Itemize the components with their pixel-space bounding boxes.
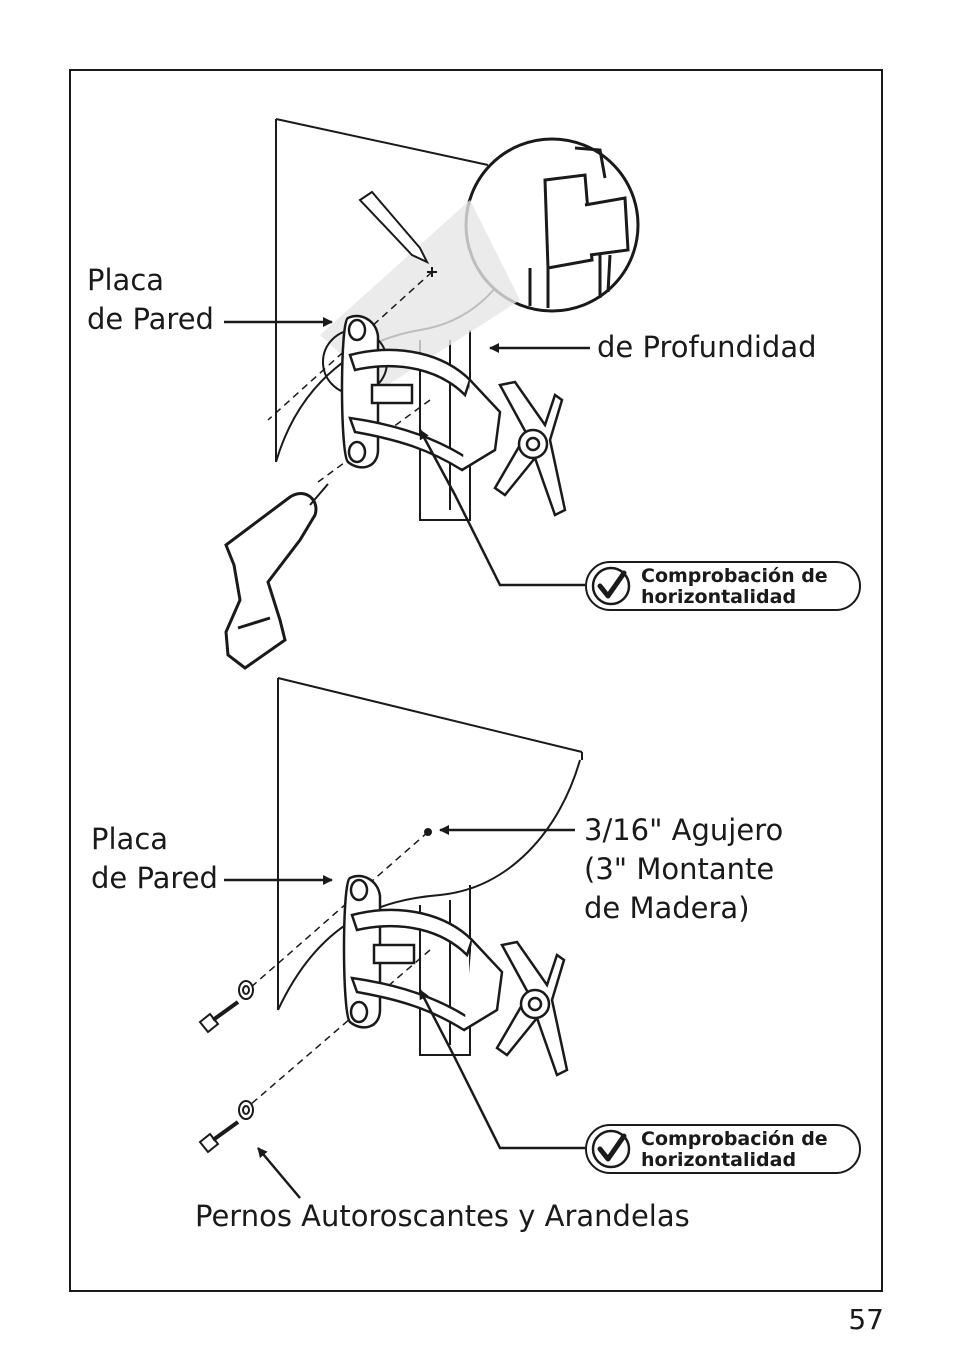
bolts-label: Pernos Autoroscantes y Arandelas <box>195 1199 690 1233</box>
bottom-mount-bracket <box>342 874 569 1077</box>
page-frame <box>69 69 883 1292</box>
level-arrow-2 <box>418 989 585 1150</box>
hole-line-2: (3" Montante <box>584 852 775 886</box>
bolt-and-washer-icons <box>198 980 254 1154</box>
page-number: 57 <box>848 1303 884 1336</box>
level-check-line-1: Comprobación de <box>641 1128 828 1150</box>
drill-icon <box>224 483 329 670</box>
wall-plate-line-2: de Pared <box>87 302 214 336</box>
level-check-line-1: Comprobación de <box>641 565 828 587</box>
level-check-text: Comprobación de horizontalidad <box>641 1129 828 1171</box>
level-check-text: Comprobación de horizontalidad <box>641 566 828 608</box>
wall-plate-line-1: Placa <box>91 822 169 856</box>
top-wall-plate-label: Placa de Pared <box>87 261 214 339</box>
bottom-wall-plate-label: Placa de Pared <box>91 820 218 898</box>
level-arrow <box>418 429 585 587</box>
hole-label: 3/16" Agujero (3" Montante de Madera) <box>584 811 783 928</box>
top-level-check-badge: Comprobación de horizontalidad <box>585 561 861 611</box>
level-check-line-2: horizontalidad <box>641 1149 797 1171</box>
depth-label: de Profundidad <box>597 330 817 364</box>
wall-plate-line-2: de Pared <box>91 861 218 895</box>
hole-line-1: 3/16" Agujero <box>584 813 784 847</box>
bolts-arrow <box>257 1147 301 1199</box>
bottom-arrows <box>224 825 585 1199</box>
wall-plate-line-1: Placa <box>87 263 165 297</box>
checkmark-circle-icon <box>591 1129 631 1169</box>
level-check-line-2: horizontalidad <box>641 586 797 608</box>
top-arrows <box>224 317 590 587</box>
checkmark-circle-icon <box>591 566 631 606</box>
top-mount-bracket <box>340 314 567 517</box>
hole-line-3: de Madera) <box>584 891 750 925</box>
bottom-level-check-badge: Comprobación de horizontalidad <box>585 1124 861 1174</box>
bottom-wall-drawing <box>249 677 583 1106</box>
